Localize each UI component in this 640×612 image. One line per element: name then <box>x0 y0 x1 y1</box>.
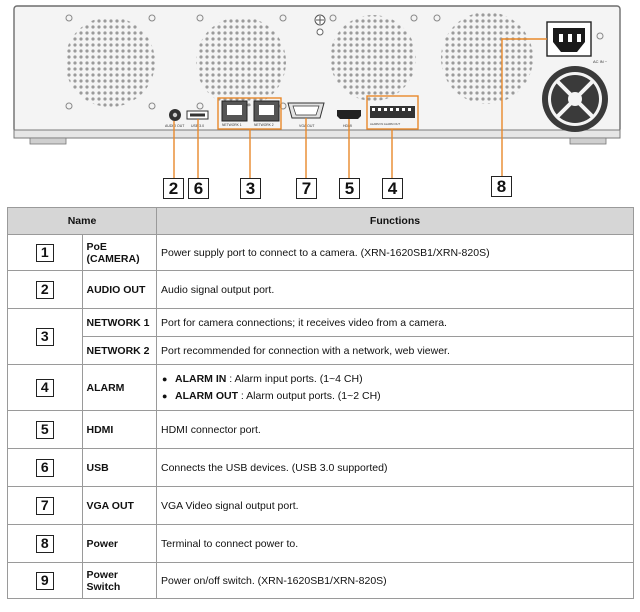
row-number: 1 <box>35 243 54 262</box>
header-functions: Functions <box>156 207 634 235</box>
device-rear-panel-diagram: AC IN ~ AUDIO OUT USB 3.0 NETWORK 1 NETW… <box>13 5 621 178</box>
audio-out-label: AUDIO OUT <box>165 124 185 128</box>
network2-label: NETWORK 2 <box>254 123 274 127</box>
vga-port <box>287 102 325 119</box>
row-number: 7 <box>35 496 54 515</box>
callout-6: 6 <box>188 178 209 199</box>
row-number: 2 <box>35 280 54 299</box>
alarm-out-text: : Alarm output ports. (1~2 CH) <box>238 389 381 402</box>
alarm-label: ALARM IN ALARM OUT <box>370 122 400 126</box>
row-function: Terminal to connect power to. <box>156 524 634 563</box>
ac-in-label: AC IN ~ <box>593 59 608 64</box>
fan-grill-2 <box>196 14 287 110</box>
alarm-out-label: ALARM OUT <box>175 389 238 402</box>
alarm-out-item: ALARM OUT : Alarm output ports. (1~2 CH) <box>162 388 629 405</box>
row-number: 4 <box>35 378 54 397</box>
vga-out-label: VGA OUT <box>299 124 315 128</box>
fan-grill-1 <box>65 14 156 110</box>
row-number: 6 <box>35 458 54 477</box>
row-function: HDMI connector port. <box>156 410 634 449</box>
callout-8: 8 <box>491 176 512 197</box>
table-header-row: Name Functions <box>7 207 634 235</box>
fan-grill-3 <box>329 14 418 101</box>
bottom-strip <box>13 129 621 139</box>
callout-4: 4 <box>382 178 403 199</box>
callout-3: 3 <box>240 178 261 199</box>
row-name: Power <box>81 524 157 563</box>
hdmi-label: HDMI <box>343 124 352 128</box>
alarm-in-label: ALARM IN <box>175 372 227 385</box>
alarm-in-text: : Alarm input ports. (1~4 CH) <box>226 372 363 385</box>
row-name: NETWORK 2 <box>81 336 157 365</box>
hdmi-port <box>337 110 361 119</box>
row-name: ALARM <box>81 364 157 411</box>
psu-fan <box>542 66 608 132</box>
alarm-in-item: ALARM IN : Alarm input ports. (1~4 CH) <box>162 371 629 388</box>
table-row: 5 HDMI HDMI connector port. <box>7 410 634 449</box>
leader-lines <box>173 38 547 178</box>
row-number: 5 <box>35 420 54 439</box>
row-function: Port for camera connections; it receives… <box>156 308 634 337</box>
header-name: Name <box>7 207 157 235</box>
row-function: Connects the USB devices. (USB 3.0 suppo… <box>156 448 634 487</box>
row-name: PoE (CAMERA) <box>81 234 157 271</box>
row-name: VGA OUT <box>81 486 157 525</box>
table-row: NETWORK 2 Port recommended for connectio… <box>8 336 634 365</box>
audio-out-port <box>169 109 181 121</box>
row-function: Power supply port to connect to a camera… <box>156 234 634 271</box>
row-function: Audio signal output port. <box>156 270 634 309</box>
row-number: 8 <box>35 534 54 553</box>
callout-5: 5 <box>339 178 360 199</box>
usb-port <box>186 110 209 120</box>
row-number: 9 <box>35 571 54 590</box>
row-name: USB <box>81 448 157 487</box>
row-name: HDMI <box>81 410 157 449</box>
table-row: 3 NETWORK 1 Port for camera connections;… <box>7 308 634 365</box>
table-row: 4 ALARM ALARM IN : Alarm input ports. (1… <box>7 364 634 411</box>
network-ports-frame <box>217 97 282 130</box>
power-inlet <box>546 21 592 57</box>
fan-grill-4 <box>433 12 533 104</box>
table-row: 8 Power Terminal to connect power to. <box>7 524 634 563</box>
row-number: 3 <box>35 327 54 346</box>
row-function: Power on/off switch. (XRN-1620SB1/XRN-82… <box>156 562 634 599</box>
row-name: Power Switch <box>81 562 157 599</box>
table-row: 9 Power Switch Power on/off switch. (XRN… <box>7 562 634 599</box>
port-functions-table: Name Functions 1 PoE (CAMERA) Power supp… <box>7 207 634 599</box>
row-name: NETWORK 1 <box>81 308 157 337</box>
callout-2: 2 <box>163 178 184 199</box>
table-row: 7 VGA OUT VGA Video signal output port. <box>7 486 634 525</box>
callout-7: 7 <box>296 178 317 199</box>
network1-label: NETWORK 1 <box>222 123 242 127</box>
row-function: Port recommended for connection with a n… <box>156 336 634 365</box>
row-function: VGA Video signal output port. <box>156 486 634 525</box>
table-row: 6 USB Connects the USB devices. (USB 3.0… <box>7 448 634 487</box>
table-row: 2 AUDIO OUT Audio signal output port. <box>7 270 634 309</box>
table-row: 1 PoE (CAMERA) Power supply port to conn… <box>7 234 634 271</box>
alarm-function-list: ALARM IN : Alarm input ports. (1~4 CH) A… <box>156 364 634 411</box>
row-name: AUDIO OUT <box>81 270 157 309</box>
